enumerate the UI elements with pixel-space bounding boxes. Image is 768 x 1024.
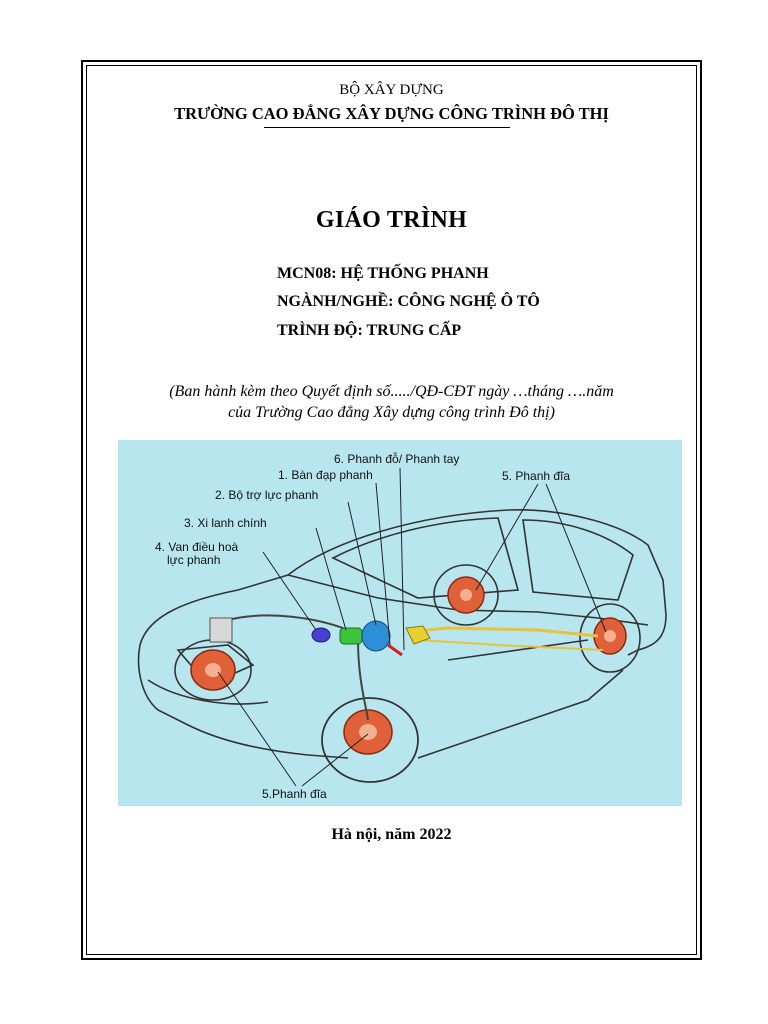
callout-disc-brake-rear: 5. Phanh đĩa <box>502 469 570 483</box>
decision-note-line-1: (Ban hành kèm theo Quyết định số...../QĐ… <box>169 383 614 400</box>
module-line: MCN08: HỆ THỐNG PHANH <box>277 265 489 282</box>
school-underline <box>264 127 510 128</box>
ministry-name: BỘ XÂY DỰNG <box>339 82 444 98</box>
callout-disc-brake-front: 5.Phanh đĩa <box>262 787 327 801</box>
level-line: TRÌNH ĐỘ: TRUNG CẤP <box>277 322 462 339</box>
front-right-wheel <box>321 697 419 783</box>
front-left-wheel <box>174 639 252 701</box>
master-cylinder <box>339 627 363 645</box>
cover-outer-border <box>81 60 702 960</box>
parking-brake-lever <box>405 625 431 645</box>
car-brake-diagram: 6. Phanh đỗ/ Phanh tay 1. Bàn đạp phanh … <box>137 451 667 801</box>
school-name: TRƯỜNG CAO ĐẲNG XÂY DỰNG CÔNG TRÌNH ĐÔ T… <box>174 104 609 123</box>
brake-pedal <box>387 643 403 657</box>
decision-note: (Ban hành kèm theo Quyết định số...../QĐ… <box>86 381 697 423</box>
document-title: GIÁO TRÌNH <box>315 207 468 233</box>
cover-inner-border <box>86 65 697 955</box>
decision-note-line-2: của Trường Cao đẳng Xây dựng công trình … <box>228 404 555 421</box>
place-year: Hà nội, năm 2022 <box>331 826 452 843</box>
callout-leaders <box>217 467 607 787</box>
proportioning-valve <box>311 627 331 643</box>
callout-proportioning-valve: 4. Van điều hoà <box>155 540 239 554</box>
callout-parking-brake: 6. Phanh đỗ/ Phanh tay <box>334 451 459 466</box>
major-line: NGÀNH/NGHỀ: CÔNG NGHỆ Ô TÔ <box>277 293 540 310</box>
brake-lines <box>227 614 604 721</box>
callout-brake-booster: 2. Bộ trợ lực phanh <box>215 488 318 502</box>
callout-proportioning-valve-line-2: lực phanh <box>167 553 220 567</box>
brake-system-illustration: 6. Phanh đỗ/ Phanh tay 1. Bàn đạp phanh … <box>118 440 682 806</box>
abs-unit <box>209 617 233 643</box>
callout-brake-pedal: 1. Bàn đạp phanh <box>278 468 373 482</box>
callout-master-cylinder: 3. Xi lanh chính <box>184 516 267 530</box>
rear-right-wheel <box>579 603 641 673</box>
brake-booster <box>361 620 391 652</box>
rear-left-wheel <box>433 564 499 626</box>
